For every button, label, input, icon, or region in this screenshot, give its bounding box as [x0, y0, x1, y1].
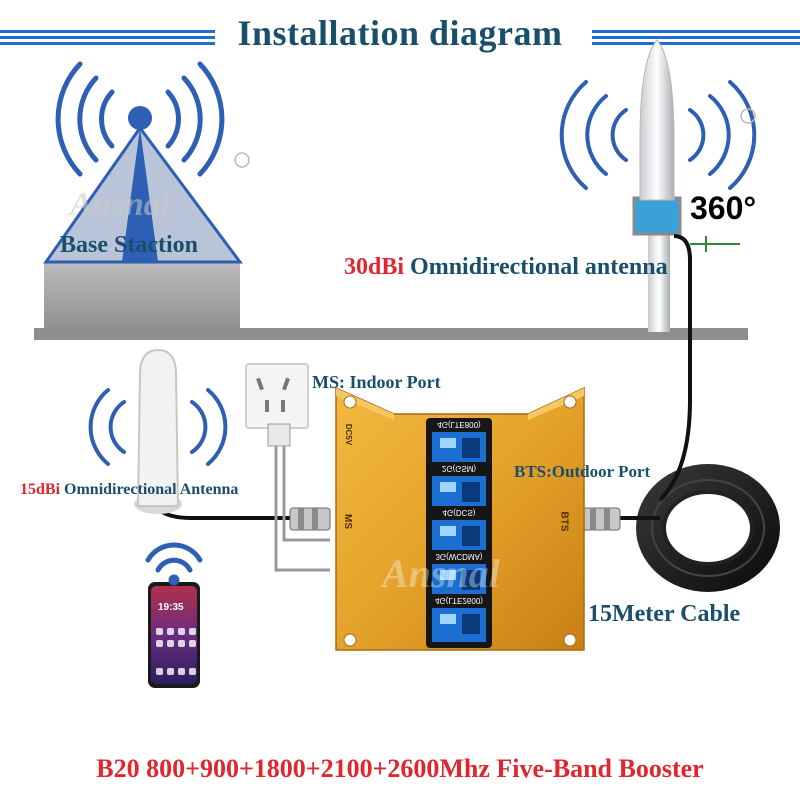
indoor-antenna-icon: [134, 348, 182, 514]
title-stripes-right: [592, 30, 800, 45]
band-label: 4G(DCS): [442, 508, 476, 517]
base-station-label: Base Staction: [60, 232, 198, 258]
building: [34, 262, 748, 340]
indoor-antenna-waves-icon: [88, 388, 228, 466]
band-screen-icon: [426, 462, 492, 516]
phone-time: 19:35: [158, 602, 184, 613]
outdoor-antenna-type: Omnidirectional antenna: [404, 254, 668, 280]
band-screen-icon: [426, 550, 492, 604]
outdoor-connector-icon: [581, 507, 621, 531]
coverage-angle-label: 360°: [690, 190, 757, 226]
outdoor-antenna-icon: [632, 39, 682, 332]
indoor-antenna-label: 15dBi Omnidirectional Antenna: [20, 481, 238, 499]
band-display-lte2600: 4G(LTE2600): [426, 594, 492, 648]
base-station-waves-icon: [55, 61, 225, 177]
outdoor-antenna-waves-icon: [559, 80, 757, 190]
registered-mark-icon: [234, 108, 756, 168]
band-label: 4G(LTE2600): [435, 596, 483, 605]
booster-bts-port-label: BTS: [558, 511, 570, 532]
cable-coil-icon: [636, 464, 780, 592]
cable-length-label: 15Meter Cable: [588, 601, 741, 627]
band-display-wcdma: 3G(WCDMA): [426, 550, 492, 604]
band-screen-icon: [426, 594, 492, 648]
phone-icon: [148, 582, 200, 688]
outdoor-antenna-label: 30dBi Omnidirectional antenna: [344, 254, 668, 281]
power-cable: [274, 446, 330, 572]
indoor-port-label: MS: Indoor Port: [312, 372, 441, 392]
band-display-lte800: 4G(LTE800): [426, 418, 492, 472]
booster-power-port-label: DC5V: [344, 423, 354, 446]
band-screen-icon: [426, 418, 492, 472]
band-label: 2G(GSM): [441, 464, 477, 473]
band-display-gsm: 2G(GSM): [426, 462, 492, 516]
product-caption: B20 800+900+1800+2100+2600Mhz Five-Band …: [96, 754, 704, 783]
wall-socket-icon: [245, 363, 309, 447]
angle-marker-icon: [690, 236, 740, 252]
booster-ms-port-label: MS: [342, 514, 353, 529]
outdoor-antenna-gain: 30dBi: [344, 254, 405, 280]
watermark: Ansnal: [382, 551, 500, 596]
outdoor-port-label: BTS:Outdoor Port: [514, 462, 651, 481]
band-screen-icon: [426, 506, 492, 560]
page-title: Installation diagram: [237, 13, 563, 53]
wifi-icon: [145, 542, 203, 586]
band-display-dcs: 4G(DCS): [426, 506, 492, 560]
title-stripes-left: [0, 30, 215, 45]
indoor-antenna-type: Omnidirectional Antenna: [60, 481, 239, 498]
base-station-tower-icon: [43, 106, 243, 264]
indoor-connector-icon: [289, 507, 331, 531]
watermark: Ansnal: [70, 186, 171, 223]
indoor-antenna-gain: 15dBi: [20, 481, 61, 498]
band-label: 4G(LTE800): [437, 420, 481, 429]
